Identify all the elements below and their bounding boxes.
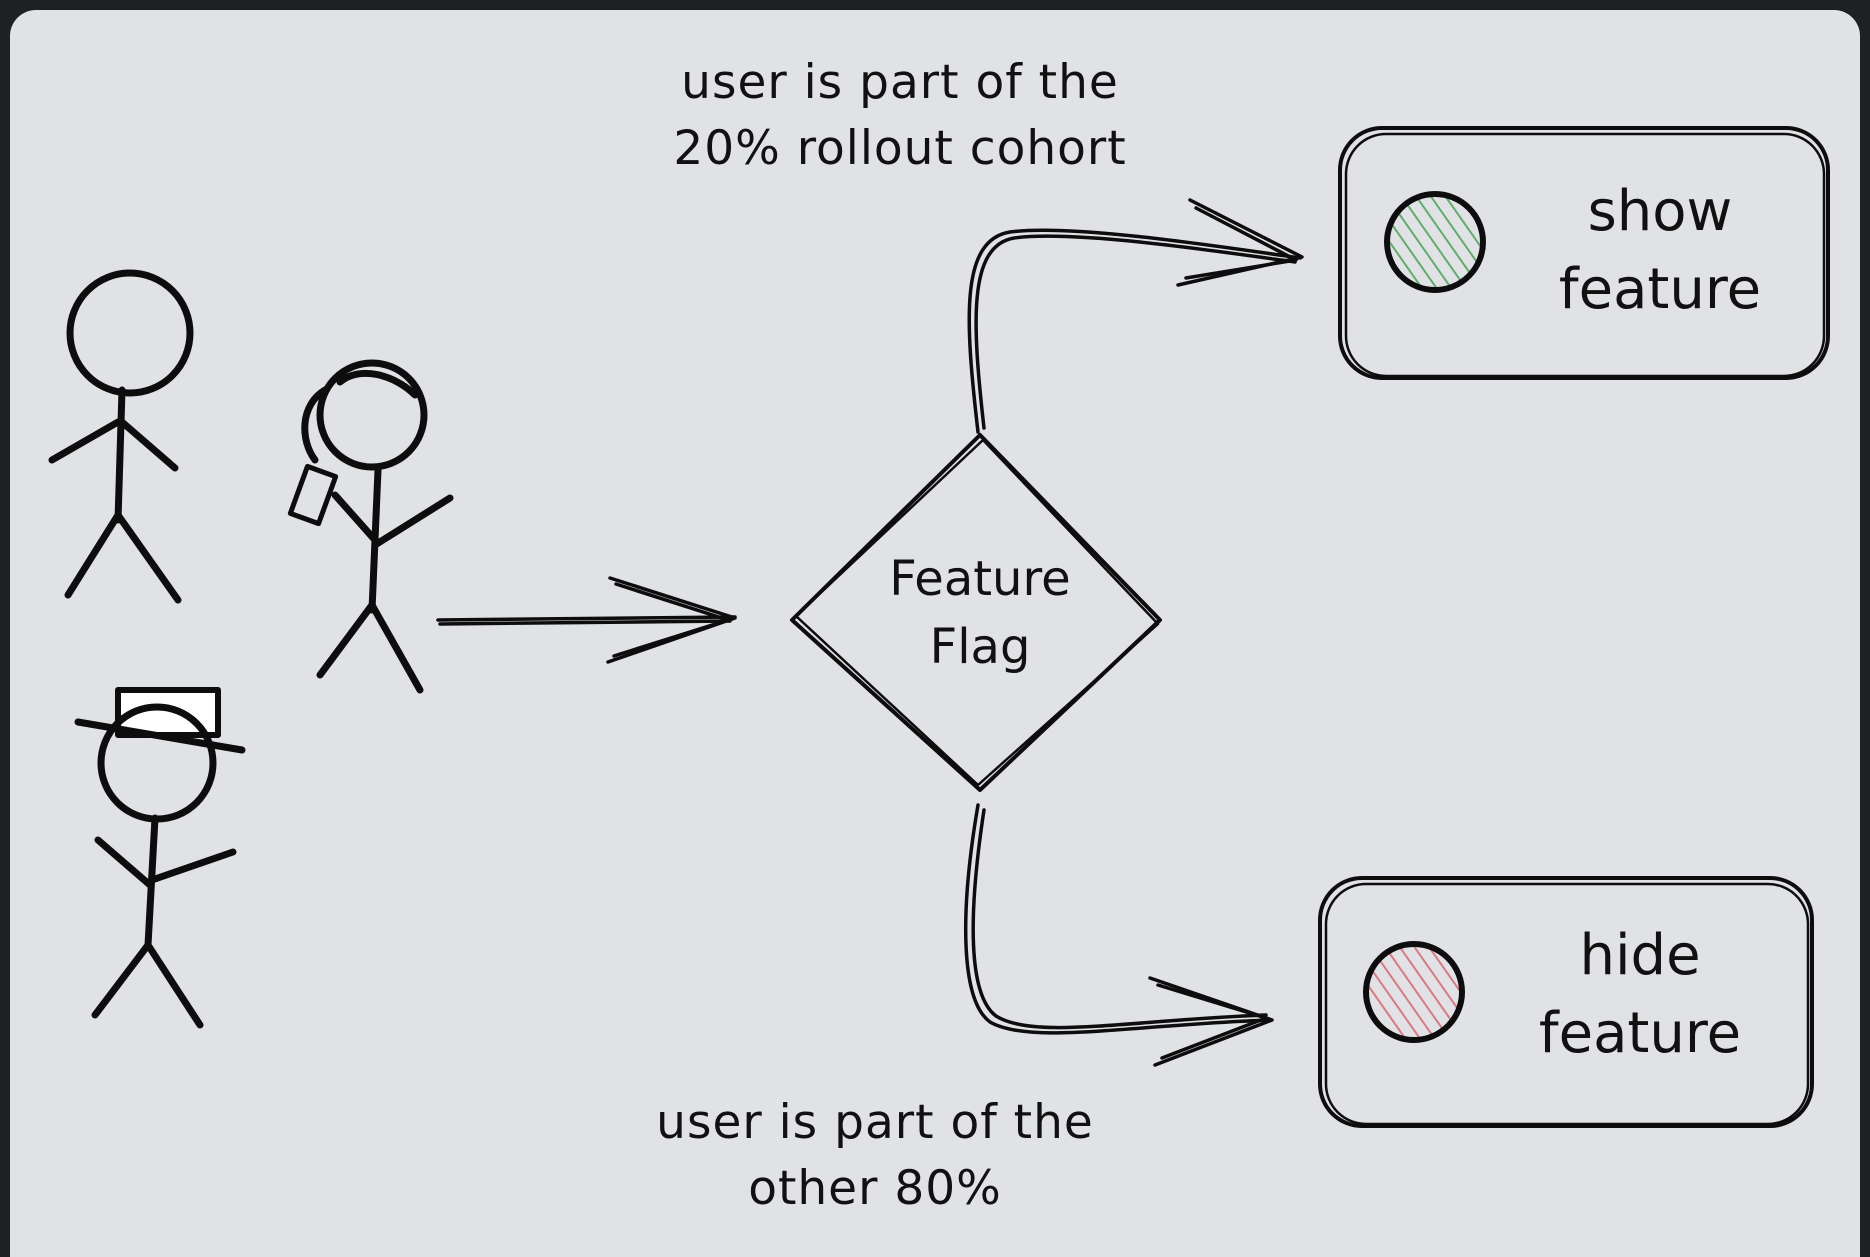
hide-feature-box bbox=[1318, 876, 1814, 1128]
edge-label-rollout-cohort: user is part of the 20% rollout cohort bbox=[673, 55, 1127, 176]
user-figure-plain bbox=[48, 269, 194, 604]
show-feature-box bbox=[1338, 126, 1830, 380]
edge-label-other-80: user is part of the other 80% bbox=[656, 1095, 1094, 1216]
arrow-flag-to-show bbox=[967, 198, 1304, 434]
hide-feature-label: hide feature bbox=[1538, 923, 1742, 1066]
user-figure-phone bbox=[287, 359, 454, 694]
user-figure-hat bbox=[74, 687, 246, 1029]
diagram-drawing bbox=[48, 126, 1830, 1128]
arrow-users-to-flag bbox=[436, 576, 737, 664]
decision-label: Feature Flag bbox=[889, 551, 1071, 675]
show-feature-label: show feature bbox=[1558, 179, 1762, 322]
feature-flag-diamond bbox=[790, 433, 1162, 792]
arrow-flag-to-hide bbox=[963, 803, 1274, 1067]
diagram-canvas: user is part of the 20% rollout cohort F… bbox=[10, 10, 1860, 1257]
